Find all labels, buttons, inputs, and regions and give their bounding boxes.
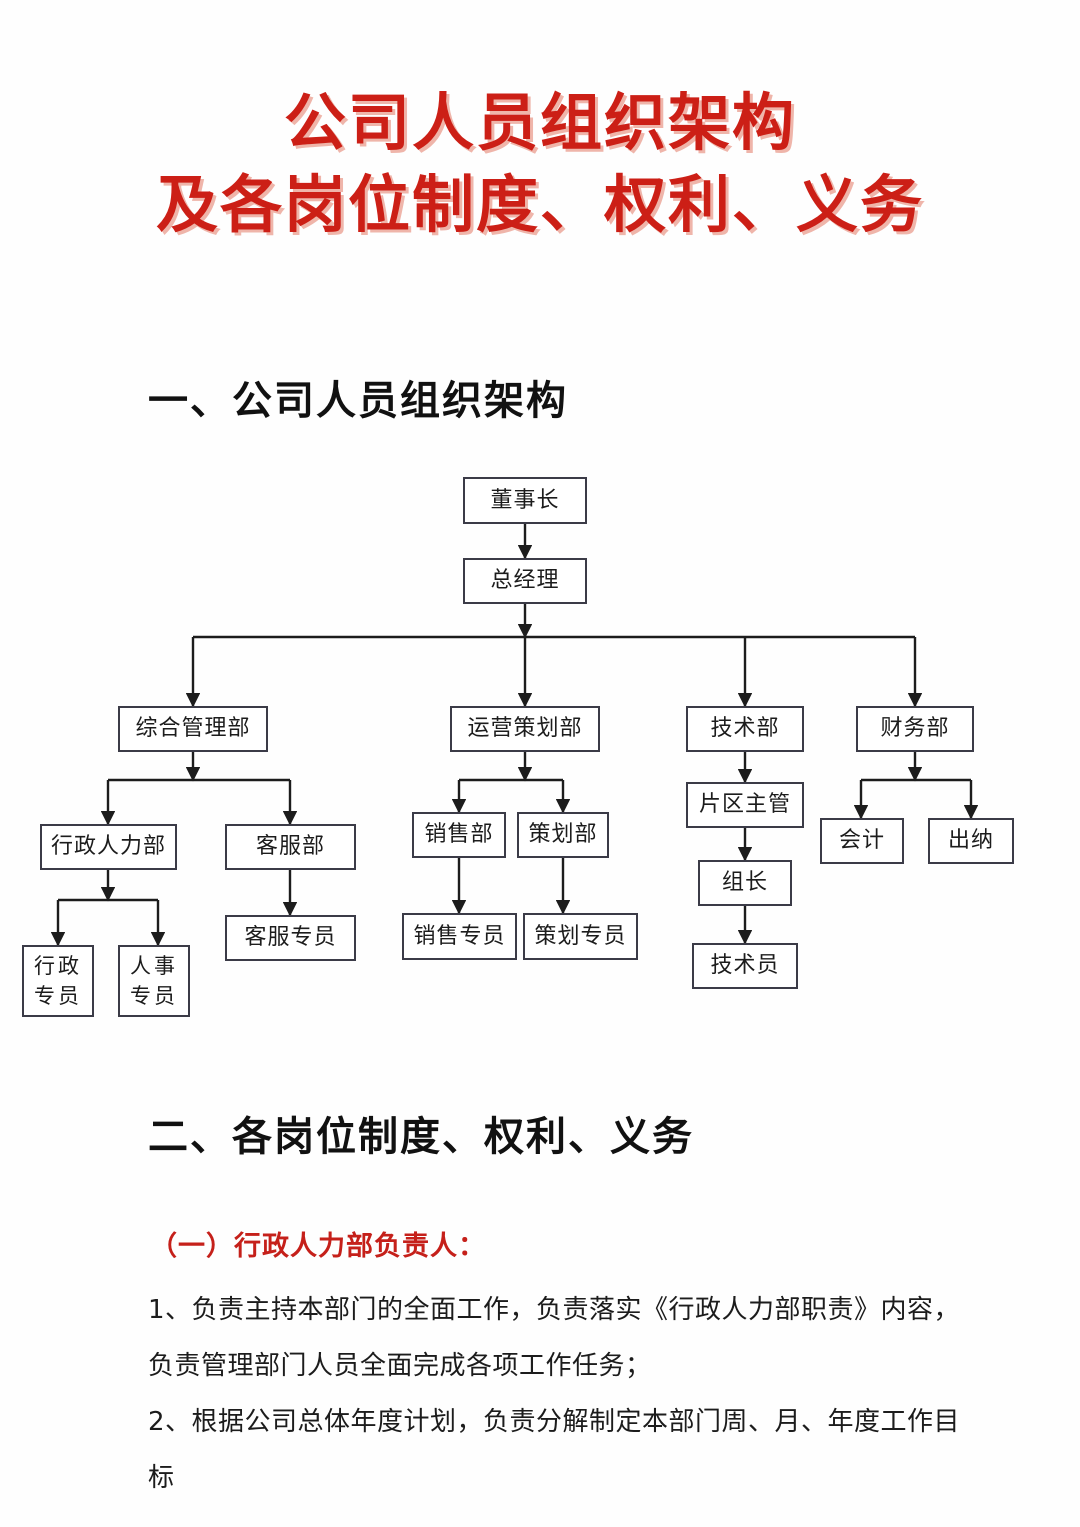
title-line-1: 公司人员组织架构 [283,86,796,159]
org-node-label: 客服专员 [244,925,337,950]
org-node-label: 财务部 [880,716,950,741]
org-node-label: 客服部 [255,834,325,859]
organization-chart: 董事长 总经理 综合管理部 运营策划部 技术部 财务部 行政人力部 客服部 销售… [0,440,1080,1060]
org-node-label: 片区主管 [698,792,791,817]
org-node-planning-specialist: 策划专员 [523,913,638,960]
org-node-technician: 技术员 [692,943,798,989]
org-node-technology-dept: 技术部 [686,706,804,752]
org-node-label: 行政专员 [34,954,82,1008]
org-node-admin-hr-dept: 行政人力部 [40,824,177,870]
org-node-cashier: 出纳 [928,818,1014,864]
document-title: 公司人员组织架构 及各岗位制度、权利、义务 [0,84,1080,248]
org-node-label: 技术员 [710,953,780,978]
org-node-accountant: 会计 [820,818,904,864]
org-node-admin-specialist: 行政专员 [22,945,94,1017]
body-paragraph-2: 2、根据公司总体年度计划，负责分解制定本部门周、月、年度工作目标 [148,1407,961,1493]
org-node-label: 运营策划部 [467,716,583,741]
org-node-label: 董事长 [490,487,560,513]
org-node-general-admin-dept: 综合管理部 [118,706,268,752]
org-chart-connectors [50,524,979,947]
org-node-label: 人事专员 [130,954,178,1008]
subsection-heading-admin-hr-lead: （一）行政人力部负责人： [150,1231,486,1262]
org-node-label: 策划部 [528,822,598,847]
org-node-label: 行政人力部 [50,834,166,859]
org-node-label: 会计 [838,828,885,853]
org-node-label: 总经理 [490,568,560,593]
org-node-planning-dept: 策划部 [517,812,609,858]
org-node-sales-specialist: 销售专员 [402,913,517,960]
org-node-general-manager: 总经理 [463,558,587,604]
section-heading-position-rules: 二、各岗位制度、权利、义务 [148,1114,694,1160]
org-node-chairman: 董事长 [463,477,587,524]
org-node-customer-service-specialist: 客服专员 [225,915,356,961]
org-node-sales-dept: 销售部 [412,812,506,858]
org-node-label: 策划专员 [534,923,627,949]
title-line-2: 及各岗位制度、权利、义务 [155,168,924,241]
org-node-customer-service-dept: 客服部 [225,824,356,870]
org-node-team-leader: 组长 [698,860,792,906]
section-heading-organization: 一、公司人员组织架构 [148,378,568,424]
org-node-area-supervisor: 片区主管 [686,782,804,828]
org-node-label: 综合管理部 [135,716,251,741]
org-node-hr-specialist: 人事专员 [118,945,190,1017]
org-node-label: 销售专员 [413,923,506,949]
org-node-finance-dept: 财务部 [856,706,974,752]
org-node-operations-dept: 运营策划部 [450,706,600,752]
body-paragraph-1: 1、负责主持本部门的全面工作，负责落实《行政人力部职责》内容，负责管理部门人员全… [148,1295,961,1381]
org-node-label: 技术部 [710,716,780,741]
org-node-label: 销售部 [424,822,494,847]
org-node-label: 出纳 [947,828,994,853]
org-node-label: 组长 [721,870,768,895]
